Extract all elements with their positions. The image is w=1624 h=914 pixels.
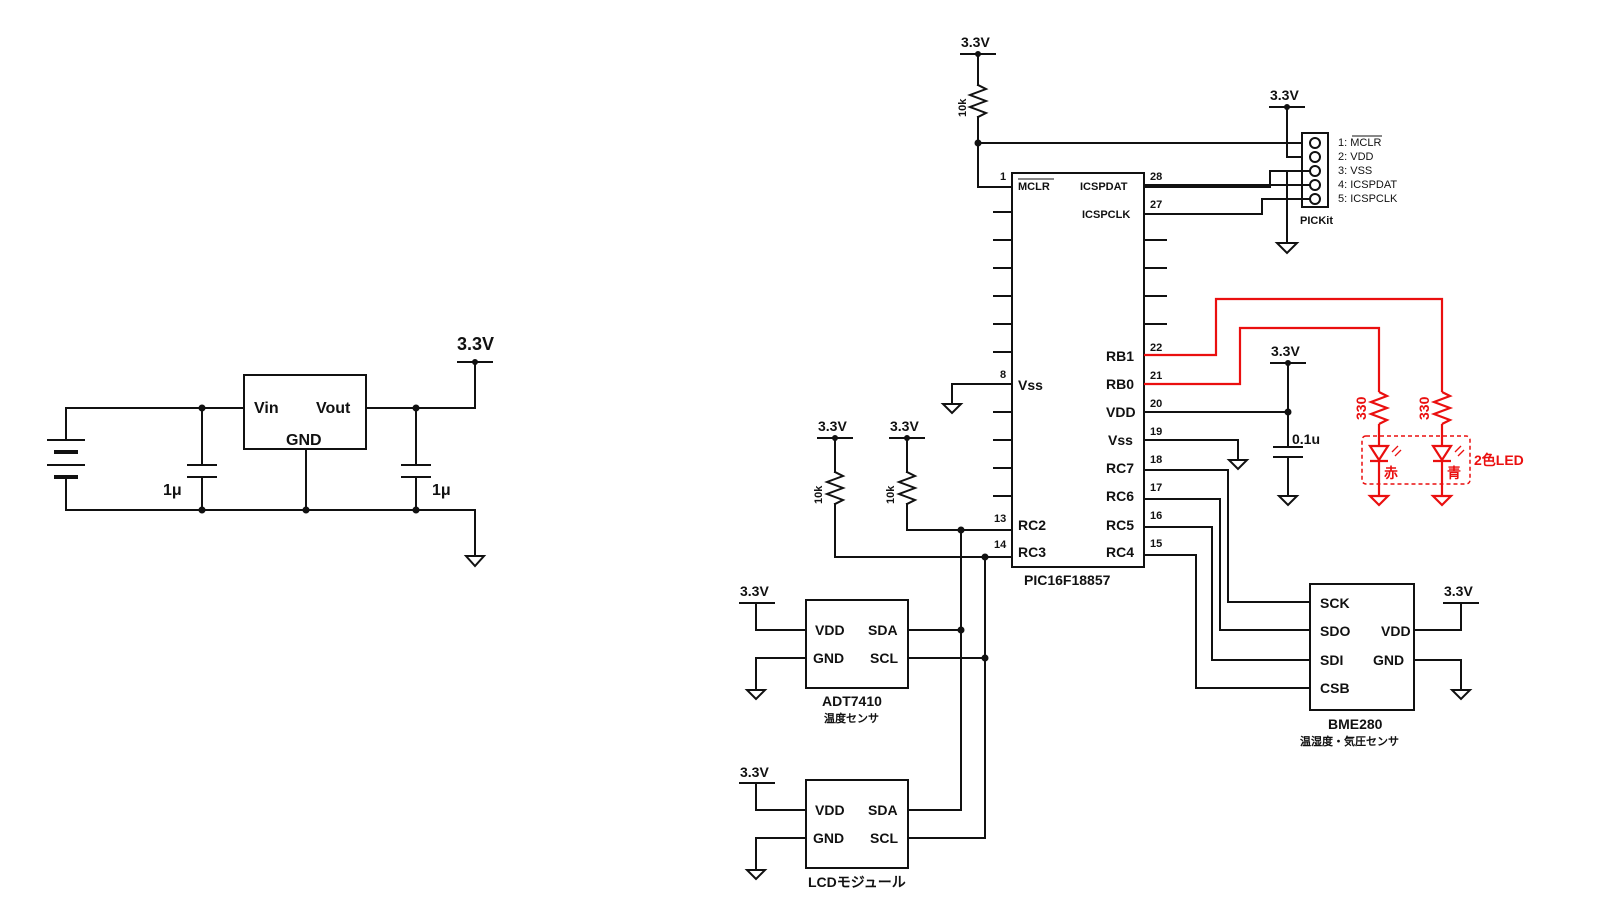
lcd-supply-label: 3.3V bbox=[740, 764, 769, 780]
bme280-sdo-label: SDO bbox=[1320, 623, 1350, 639]
led-name-label: 2色LED bbox=[1474, 452, 1524, 468]
mclr-supply-label: 3.3V bbox=[961, 34, 990, 50]
decoupling-cap-label: 0.1u bbox=[1292, 431, 1320, 447]
pickit-pin-2: 2: VDD bbox=[1338, 151, 1374, 163]
adt7410-name: ADT7410 bbox=[822, 693, 882, 709]
regulator-gnd: GND bbox=[286, 432, 322, 449]
capacitor-input: 1μ bbox=[163, 407, 217, 511]
lcd-name: LCDモジュール bbox=[808, 874, 906, 890]
mcu-pin-27-num: 27 bbox=[1150, 199, 1162, 211]
i2c-pullups: 3.3V 10k 3.3V 10k bbox=[813, 418, 1013, 839]
scl-pullup-supply-label: 3.3V bbox=[890, 418, 919, 434]
adt7410-module: VDD SDA GND SCL ADT7410 温度センサ 3.3V bbox=[739, 583, 989, 725]
bme280-sdi-label: SDI bbox=[1320, 652, 1343, 668]
mcu-pin-icspclk-label: ICSPCLK bbox=[1082, 209, 1130, 221]
battery-symbol bbox=[47, 439, 85, 479]
mcu-pin-19-num: 19 bbox=[1150, 426, 1162, 438]
bme280-sck-label: SCK bbox=[1320, 595, 1350, 611]
mcu-pin-icspdat-label: ICSPDAT bbox=[1080, 181, 1128, 193]
bme280-gnd-label: GND bbox=[1373, 652, 1404, 668]
pickit-header: 3.3V PICKit 1: MCLR 2: VDD 3: VSS 4: ICS… bbox=[1143, 87, 1398, 255]
cap-input-label: 1μ bbox=[163, 482, 182, 499]
mclr-resistor-label: 10k bbox=[957, 98, 969, 117]
mcu-pin-mclr-label: MCLR bbox=[1018, 181, 1050, 193]
adt7410-scl-label: SCL bbox=[870, 650, 898, 666]
bme280-name: BME280 bbox=[1328, 716, 1383, 732]
regulator-vout: Vout bbox=[316, 400, 351, 417]
sda-pullup-label: 10k bbox=[813, 485, 825, 504]
cap-output-label: 1μ bbox=[432, 482, 451, 499]
mcu-pin-20-num: 20 bbox=[1150, 398, 1162, 410]
sda-pullup-supply-label: 3.3V bbox=[818, 418, 847, 434]
adt7410-sda-label: SDA bbox=[868, 622, 898, 638]
power-supply-circuit: 1μ Vin Vout GND 3.3V 1μ bbox=[47, 334, 494, 568]
mcu-vss-right-ground bbox=[1143, 439, 1250, 471]
lcd-module: VDD SDA GND SCL LCDモジュール 3.3V bbox=[739, 764, 986, 890]
bme280-module: SCK SDO SDI CSB VDD GND BME280 温湿度・気圧センサ… bbox=[1143, 469, 1479, 748]
lcd-vdd-label: VDD bbox=[815, 802, 845, 818]
mcu-pin-vss-right-label: Vss bbox=[1108, 432, 1133, 448]
ground-symbol bbox=[463, 555, 487, 568]
mcu-pin-rc4-label: RC4 bbox=[1106, 544, 1134, 560]
mcu-pin-rc5-label: RC5 bbox=[1106, 517, 1134, 533]
mcu-pin-21-num: 21 bbox=[1150, 370, 1162, 382]
mcu-pin-1-num: 1 bbox=[1000, 171, 1006, 183]
mcu-pin-rb0-label: RB0 bbox=[1106, 376, 1134, 392]
mcu-pin-28-num: 28 bbox=[1150, 171, 1162, 183]
mcu-pin-vdd-label: VDD bbox=[1106, 404, 1136, 420]
pickit-pin-5: 5: ICSPCLK bbox=[1338, 193, 1398, 205]
mcu-pin-rc2-label: RC2 bbox=[1018, 517, 1046, 533]
mcu-vss-left-ground bbox=[940, 383, 1013, 415]
mcu-pin-rc6-label: RC6 bbox=[1106, 488, 1134, 504]
pickit-pin-1: 1: MCLR bbox=[1338, 137, 1381, 149]
led-resistor-1-label: 330 bbox=[1353, 396, 1369, 420]
mcu-pin-18-num: 18 bbox=[1150, 454, 1162, 466]
mcu-pin-17-num: 17 bbox=[1150, 482, 1162, 494]
mcu-pin-8-num: 8 bbox=[1000, 369, 1006, 381]
mcu-pic16f18857: 1 MCLR 8 Vss 13 RC2 14 RC3 28 ICSPDAT 27… bbox=[993, 171, 1167, 588]
led-blue-label: 青 bbox=[1447, 465, 1461, 481]
pickit-supply-label: 3.3V bbox=[1270, 87, 1299, 103]
adt7410-desc: 温度センサ bbox=[824, 711, 879, 725]
lcd-sda-label: SDA bbox=[868, 802, 898, 818]
bme280-supply-label: 3.3V bbox=[1444, 583, 1473, 599]
mcu-pin-22-num: 22 bbox=[1150, 342, 1162, 354]
pickit-label: PICKit bbox=[1300, 215, 1333, 227]
mcu-pin-vss-left-label: Vss bbox=[1018, 377, 1043, 393]
adt7410-vdd-label: VDD bbox=[815, 622, 845, 638]
bme280-csb-label: CSB bbox=[1320, 680, 1350, 696]
bme280-desc: 温湿度・気圧センサ bbox=[1300, 734, 1399, 748]
mcu-pin-14-num: 14 bbox=[994, 539, 1007, 551]
regulator-output-voltage: 3.3V bbox=[457, 334, 494, 354]
pickit-pin-3: 3: VSS bbox=[1338, 165, 1372, 177]
mcu-pin-rc3-label: RC3 bbox=[1018, 544, 1046, 560]
vdd-supply-label: 3.3V bbox=[1271, 343, 1300, 359]
regulator-vin: Vin bbox=[254, 400, 279, 417]
mcu-pin-rb1-label: RB1 bbox=[1106, 348, 1134, 364]
mcu-pin-rc7-label: RC7 bbox=[1106, 460, 1134, 476]
lcd-gnd-label: GND bbox=[813, 830, 844, 846]
voltage-regulator: Vin Vout GND bbox=[243, 374, 367, 450]
mcu-pin-16-num: 16 bbox=[1150, 510, 1162, 522]
lcd-scl-label: SCL bbox=[870, 830, 898, 846]
adt7410-supply-label: 3.3V bbox=[740, 583, 769, 599]
led-red-label: 赤 bbox=[1384, 465, 1398, 481]
pickit-pin-4: 4: ICSPDAT bbox=[1338, 179, 1397, 191]
led-circuit: 330 330 赤 青 2色LED bbox=[1144, 297, 1524, 507]
adt7410-gnd-label: GND bbox=[813, 650, 844, 666]
mclr-pullup: 3.3V 10k bbox=[957, 34, 1323, 188]
bme280-vdd-label: VDD bbox=[1381, 623, 1411, 639]
mcu-pin-15-num: 15 bbox=[1150, 538, 1162, 550]
scl-pullup-label: 10k bbox=[885, 485, 897, 504]
led-resistor-2-label: 330 bbox=[1416, 396, 1432, 420]
mcu-vdd-decoupling: 3.3V 0.1u bbox=[1143, 343, 1320, 507]
mcu-pin-13-num: 13 bbox=[994, 513, 1006, 525]
capacitor-output: 1μ bbox=[401, 407, 451, 511]
mcu-part-name: PIC16F18857 bbox=[1024, 572, 1111, 588]
